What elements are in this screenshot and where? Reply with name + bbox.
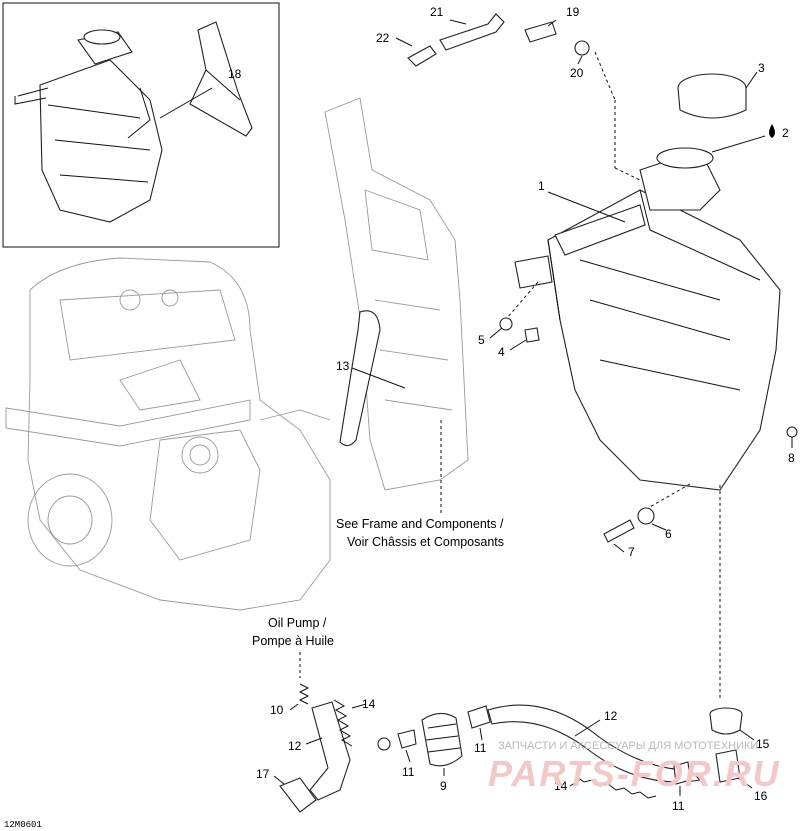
oil-tank: 3 2 1 5 4 8 6 7 — [478, 61, 798, 559]
callout-18: 18 — [228, 67, 242, 81]
pump-caption-line1: Oil Pump / — [268, 616, 327, 630]
callout-1: 1 — [538, 179, 545, 193]
callout-4: 4 — [498, 345, 505, 359]
callout-17: 17 — [256, 767, 270, 781]
callout-3: 3 — [758, 61, 765, 75]
watermark-line: ЗАПЧАСТИ И АКСЕССУАРЫ ДЛЯ МОТОТЕХНИКИ — [498, 740, 758, 752]
callout-21: 21 — [430, 5, 444, 19]
callout-11c: 11 — [672, 799, 685, 813]
frame-bracket: 13 — [324, 97, 469, 515]
callout-22: 22 — [376, 31, 390, 45]
callout-5: 5 — [478, 333, 485, 347]
frame-caption-line1: See Frame and Components / — [336, 517, 504, 531]
callout-12b: 12 — [604, 709, 618, 723]
callout-10: 10 — [270, 703, 284, 717]
callout-11b: 11 — [474, 741, 487, 755]
callout-6: 6 — [665, 527, 672, 541]
callout-14b: 14 — [554, 779, 568, 793]
callout-20: 20 — [570, 66, 584, 80]
engine-outline — [5, 257, 331, 611]
callout-9: 9 — [440, 779, 447, 793]
callout-14a: 14 — [362, 697, 376, 711]
callout-19: 19 — [566, 5, 580, 19]
callout-13: 13 — [336, 359, 350, 373]
callout-8: 8 — [788, 451, 795, 465]
callout-16: 16 — [754, 789, 768, 803]
vent-line: 21 19 22 20 — [376, 5, 641, 181]
callout-2: 2 — [782, 126, 789, 140]
callout-11a: 11 — [402, 765, 415, 779]
inset-detail: 18 — [2, 2, 280, 248]
pump-caption-line2: Pompe à Huile — [252, 634, 334, 648]
callout-7: 7 — [628, 545, 635, 559]
watermark-logo: PARTS-FOR.RU — [488, 753, 781, 794]
oil-hose-assembly: 10 12 14 17 11 9 11 12 14 — [256, 683, 770, 813]
callout-12a: 12 — [288, 739, 302, 753]
callout-15: 15 — [756, 737, 770, 751]
diagram-code: 12M0601 — [4, 820, 42, 830]
frame-caption-line2: Voir Châssis et Composants — [347, 535, 504, 549]
